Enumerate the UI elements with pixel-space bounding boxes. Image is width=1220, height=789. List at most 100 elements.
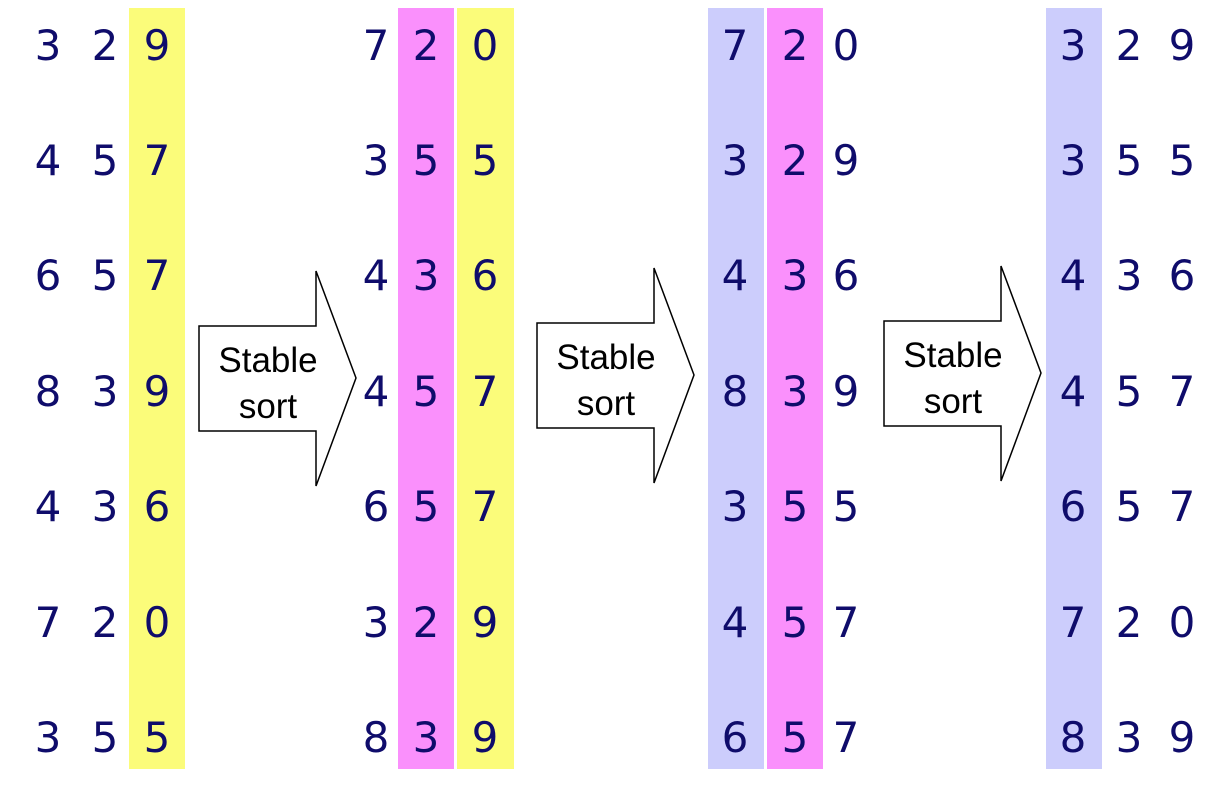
arrow-label: Stable sort: [198, 338, 338, 430]
digit: 2: [1115, 21, 1143, 70]
stable-sort-arrow: Stable sort: [883, 265, 1043, 485]
digit: 2: [412, 598, 440, 647]
arrow-label-line2: sort: [238, 387, 298, 426]
digit: 5: [91, 251, 119, 300]
digit: 3: [1115, 713, 1143, 762]
digit: 9: [832, 136, 860, 185]
highlight-band-pink: [767, 8, 823, 769]
right-arrow-icon: [536, 267, 695, 484]
arrow-label-line1: Stable: [556, 338, 656, 377]
digit: 7: [1168, 367, 1196, 416]
digit: 3: [721, 482, 749, 531]
digit: 6: [1059, 482, 1087, 531]
digit: 3: [34, 713, 62, 762]
digit: 3: [362, 598, 390, 647]
digit: 9: [1168, 21, 1196, 70]
digit: 4: [34, 136, 62, 185]
digit: 4: [721, 251, 749, 300]
digit: 9: [471, 598, 499, 647]
digit: 5: [1168, 136, 1196, 185]
digit: 3: [1059, 136, 1087, 185]
stable-sort-arrow: Stable sort: [198, 270, 358, 490]
digit: 5: [412, 482, 440, 531]
digit: 8: [34, 367, 62, 416]
digit: 6: [721, 713, 749, 762]
digit: 0: [471, 21, 499, 70]
digit: 8: [1059, 713, 1087, 762]
digit: 8: [721, 367, 749, 416]
digit: 3: [34, 21, 62, 70]
digit: 9: [832, 367, 860, 416]
digit: 7: [34, 598, 62, 647]
highlight-band-lavender: [1046, 8, 1102, 769]
digit: 4: [362, 251, 390, 300]
digit: 3: [781, 251, 809, 300]
digit: 3: [1115, 251, 1143, 300]
digit: 9: [471, 713, 499, 762]
digit: 3: [721, 136, 749, 185]
digit: 3: [91, 482, 119, 531]
digit: 6: [362, 482, 390, 531]
digit: 7: [471, 367, 499, 416]
digit: 9: [143, 367, 171, 416]
digit: 5: [832, 482, 860, 531]
digit: 2: [781, 21, 809, 70]
digit: 5: [781, 482, 809, 531]
arrow-label-line2: sort: [576, 384, 636, 423]
arrow-label-line2: sort: [923, 382, 983, 421]
arrow-label-line1: Stable: [903, 336, 1003, 375]
digit: 3: [412, 251, 440, 300]
digit: 4: [1059, 251, 1087, 300]
digit: 5: [1115, 367, 1143, 416]
digit: 3: [91, 367, 119, 416]
digit: 6: [832, 251, 860, 300]
digit: 9: [1168, 713, 1196, 762]
digit: 7: [471, 482, 499, 531]
digit: 5: [91, 136, 119, 185]
stable-sort-arrow: Stable sort: [536, 267, 696, 487]
highlight-band-lavender: [708, 8, 764, 769]
digit: 7: [362, 21, 390, 70]
highlight-band-yellow: [457, 8, 514, 769]
digit: 6: [34, 251, 62, 300]
digit: 0: [1168, 598, 1196, 647]
digit: 9: [143, 21, 171, 70]
digit: 5: [781, 713, 809, 762]
digit: 6: [1168, 251, 1196, 300]
digit: 5: [91, 713, 119, 762]
digit: 4: [362, 367, 390, 416]
digit: 5: [412, 136, 440, 185]
digit: 7: [143, 136, 171, 185]
digit: 3: [1059, 21, 1087, 70]
digit: 7: [832, 713, 860, 762]
digit: 7: [1168, 482, 1196, 531]
right-arrow-icon: [198, 270, 357, 487]
digit: 0: [832, 21, 860, 70]
digit: 6: [143, 482, 171, 531]
digit: 5: [781, 598, 809, 647]
right-arrow-icon: [883, 265, 1042, 482]
digit: 2: [1115, 598, 1143, 647]
digit: 3: [781, 367, 809, 416]
digit: 7: [832, 598, 860, 647]
digit: 5: [1115, 136, 1143, 185]
digit: 5: [412, 367, 440, 416]
highlight-band-pink: [398, 8, 454, 769]
digit: 4: [721, 598, 749, 647]
digit: 2: [781, 136, 809, 185]
digit: 2: [91, 21, 119, 70]
arrow-label: Stable sort: [883, 333, 1023, 425]
digit: 5: [1115, 482, 1143, 531]
digit: 2: [91, 598, 119, 647]
highlight-band-yellow: [129, 8, 185, 769]
digit: 0: [143, 598, 171, 647]
digit: 5: [143, 713, 171, 762]
digit: 2: [412, 21, 440, 70]
digit: 5: [471, 136, 499, 185]
digit: 8: [362, 713, 390, 762]
digit: 3: [412, 713, 440, 762]
digit: 7: [1059, 598, 1087, 647]
digit: 7: [721, 21, 749, 70]
arrow-label-line1: Stable: [218, 341, 318, 380]
digit: 7: [143, 251, 171, 300]
